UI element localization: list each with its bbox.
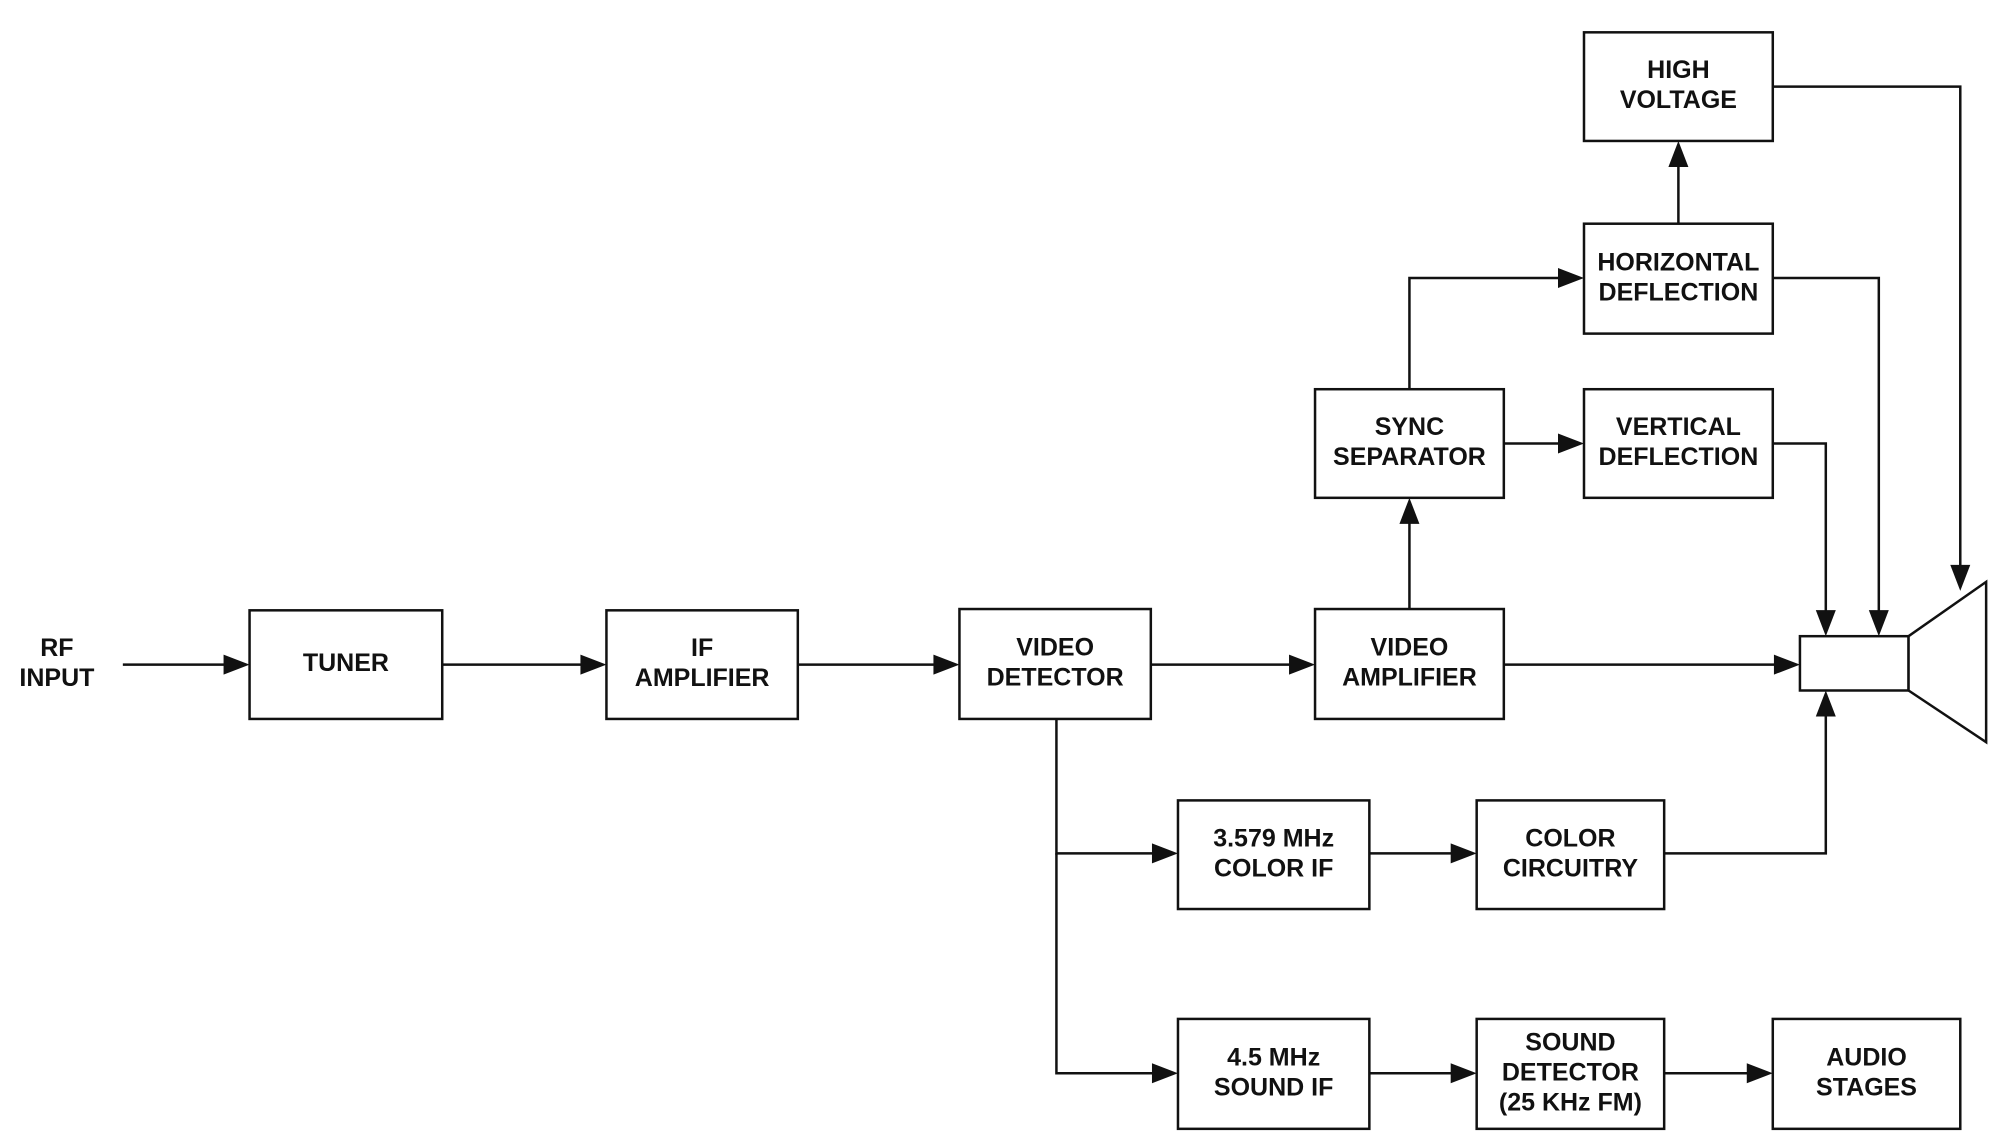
video-amp-label: VIDEO	[1371, 634, 1449, 662]
sync-sep-label: SYNC	[1375, 413, 1444, 441]
audio-block	[1771, 1017, 1962, 1131]
rf-input-label: INPUT	[19, 664, 94, 692]
color-if-label: COLOR IF	[1214, 854, 1333, 882]
horiz-to-crt-line	[1772, 276, 1881, 616]
sync-sep-block	[1313, 387, 1506, 500]
horiz-defl-label: DEFLECTION	[1599, 278, 1759, 306]
vert-defl-block	[1582, 387, 1775, 500]
color-if-block	[1176, 799, 1371, 911]
audio-label: AUDIO	[1826, 1043, 1907, 1071]
picture-tube	[1798, 579, 1988, 745]
high-volt-to-crt-arrowhead	[1950, 564, 1971, 591]
tuner-block	[248, 609, 444, 721]
sync-to-horiz-line	[1408, 276, 1564, 390]
audio-label: STAGES	[1816, 1073, 1917, 1101]
video-det-to-color-if-line	[1055, 718, 1158, 855]
color-circ-label: CIRCUITRY	[1503, 854, 1639, 882]
crt-neck	[1798, 634, 1910, 692]
sound-det-to-audio-arrowhead	[1746, 1063, 1773, 1084]
video-det-to-sound-if-line	[1055, 853, 1158, 1075]
text-labels: TUNERIFAMPLIFIERVIDEODETECTORVIDEOAMPLIF…	[19, 56, 1917, 1116]
vert-defl-label: VERTICAL	[1616, 413, 1741, 441]
horiz-defl-block	[1582, 222, 1775, 335]
if-to-video-det-arrowhead	[933, 654, 960, 675]
sound-det-label: DETECTOR	[1502, 1058, 1639, 1086]
sound-det-label: SOUND	[1525, 1028, 1615, 1056]
sync-sep-label: SEPARATOR	[1333, 443, 1486, 471]
sound-if-to-sound-det-arrowhead	[1450, 1063, 1477, 1084]
function-blocks	[248, 31, 1962, 1131]
sound-if-label: 4.5 MHz	[1227, 1043, 1320, 1071]
sound-if-label: SOUND IF	[1214, 1073, 1333, 1101]
color-if-label: 3.579 MHz	[1213, 824, 1334, 852]
sound-det-label: (25 KHz FM)	[1499, 1088, 1642, 1116]
tuner-label: TUNER	[303, 649, 389, 677]
color-circ-to-crt-line	[1664, 711, 1828, 855]
signal-paths	[122, 85, 1971, 1084]
color-circ-block	[1475, 799, 1666, 911]
high-volt-label: HIGH	[1647, 56, 1710, 84]
if-amp-label: AMPLIFIER	[635, 664, 770, 692]
vert-to-crt-line	[1772, 442, 1828, 616]
color-if-to-color-circ-arrowhead	[1450, 843, 1477, 864]
sync-to-vert-arrowhead	[1557, 433, 1584, 454]
video-amp-to-crt-arrowhead	[1773, 654, 1800, 675]
horiz-defl-label: HORIZONTAL	[1597, 248, 1759, 276]
sync-to-horiz-arrowhead	[1557, 268, 1584, 289]
tuner-to-if-arrowhead	[580, 654, 607, 675]
color-circ-to-crt-arrowhead	[1815, 690, 1836, 717]
video-det-block	[958, 607, 1153, 721]
video-det-to-sound-if-arrowhead	[1151, 1063, 1178, 1084]
high-volt-label: VOLTAGE	[1620, 86, 1737, 114]
rf-input-label: RF	[40, 634, 73, 662]
video-det-label: DETECTOR	[987, 664, 1124, 692]
horiz-to-crt-arrowhead	[1868, 610, 1889, 637]
high-volt-block	[1582, 31, 1775, 143]
video-det-label: VIDEO	[1016, 634, 1094, 662]
vert-defl-label: DEFLECTION	[1599, 443, 1759, 471]
video-det-to-color-if-arrowhead	[1151, 843, 1178, 864]
video-amp-block	[1313, 607, 1506, 721]
color-circ-label: COLOR	[1525, 824, 1615, 852]
sound-if-block	[1176, 1017, 1371, 1131]
video-det-to-video-amp-arrowhead	[1289, 654, 1316, 675]
crt-bell	[1907, 579, 1988, 745]
if-amp-block	[605, 609, 800, 721]
video-amp-to-sync-arrowhead	[1399, 497, 1420, 524]
high-volt-to-crt-line	[1772, 85, 1962, 571]
sound-det-block	[1475, 1017, 1666, 1131]
horiz-to-high-volt-arrowhead	[1668, 140, 1689, 167]
input-to-tuner-arrowhead	[223, 654, 250, 675]
if-amp-label: IF	[691, 634, 713, 662]
video-amp-label: AMPLIFIER	[1342, 664, 1477, 692]
vert-to-crt-arrowhead	[1815, 610, 1836, 637]
